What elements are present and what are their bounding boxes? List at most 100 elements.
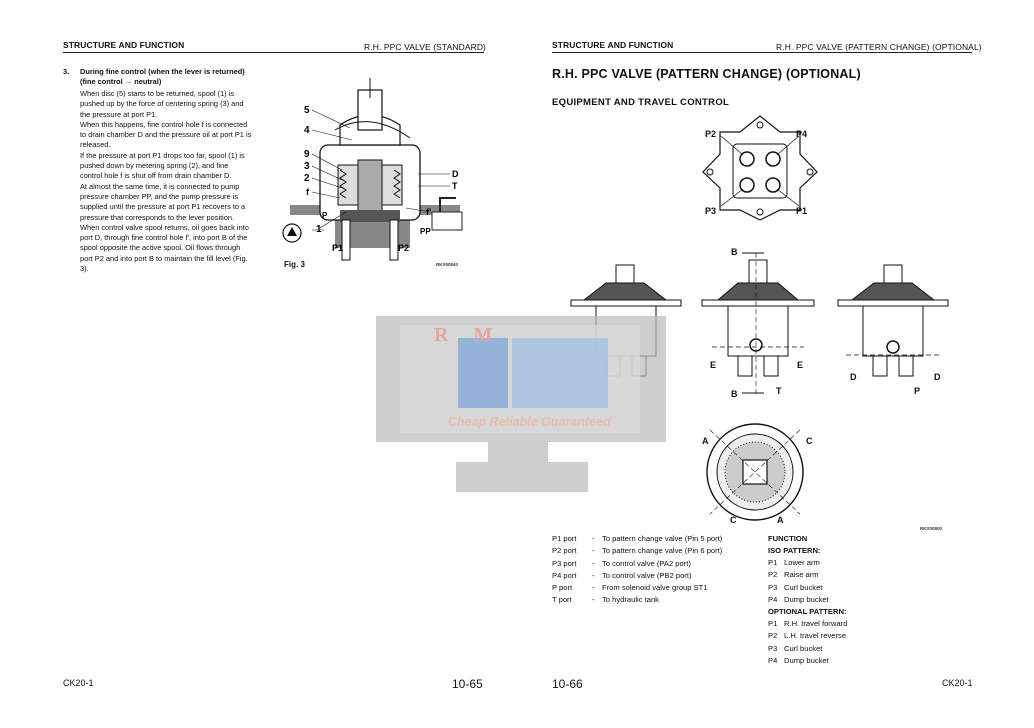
iso-heading: ISO PATTERN: xyxy=(768,546,821,555)
valve-top-view-diagram xyxy=(702,115,818,221)
label-d-left: D xyxy=(850,372,857,382)
label-c-bottom: C xyxy=(730,515,737,525)
port-desc: To hydraulic tank xyxy=(602,595,659,605)
label-b-bottom: B xyxy=(731,389,738,399)
watermark-monitor-stand xyxy=(456,462,588,492)
port-desc: To control valve (PB2 port) xyxy=(602,570,692,580)
port-p3-circle xyxy=(739,177,755,193)
valve-side-views-diagram xyxy=(570,252,949,395)
label-p3: P3 xyxy=(705,206,717,216)
fig3-springs xyxy=(339,169,401,199)
watermark-monitor-neck xyxy=(488,442,548,462)
left-footer-model: CK20-1 xyxy=(63,678,94,688)
paragraph-line: pushed down by metering spring (2), and … xyxy=(80,161,229,171)
function-port: P3 xyxy=(768,643,778,653)
item-number: 3. xyxy=(63,67,70,76)
watermark: R M Cheap Reliable Guaranteed xyxy=(376,316,666,492)
function-row: P2 L.H. travel reverse xyxy=(768,630,847,642)
fig3-code: RKS00840 xyxy=(436,262,459,267)
label-e-right: E xyxy=(797,360,804,370)
paragraph-line: supplied until the pressure at port P1 r… xyxy=(80,202,246,212)
page-title: R.H. PPC VALVE (PATTERN CHANGE) (OPTIONA… xyxy=(552,67,861,81)
label-t: T xyxy=(776,386,782,396)
function-desc: Raise arm xyxy=(784,570,819,580)
port-row: T port-To hydraulic tank xyxy=(552,594,762,606)
paragraph-line: port D, through fine control hole f', in… xyxy=(80,233,248,243)
fig3-drain-line xyxy=(439,197,456,212)
fig3-label-d: D xyxy=(452,169,459,179)
fig3-label-p2: P2 xyxy=(398,243,409,253)
port-dash: - xyxy=(592,570,595,580)
label-a-bottom: A xyxy=(777,515,784,525)
port-leaders xyxy=(720,135,800,207)
paragraph-line: to drain chamber D and the pressure oil … xyxy=(80,130,252,140)
label-p: P xyxy=(914,386,921,396)
bolt-hole xyxy=(756,208,764,216)
watermark-logo-text: R M xyxy=(434,324,503,346)
item-paragraph: When disc (5) starts to be returned, spo… xyxy=(80,89,262,274)
fig3-label-p: P xyxy=(322,211,328,220)
fig3-disc xyxy=(334,121,411,139)
function-row: P3 Curl bucket xyxy=(768,643,847,655)
paragraph-line: port P2 and into port B to maintain the … xyxy=(80,253,248,263)
valve-bottom-section-diagram xyxy=(706,423,804,521)
right-header-title: R.H. PPC VALVE (PATTERN CHANGE) (OPTIONA… xyxy=(776,42,982,52)
port-desc: To pattern change valve (Pin 6 port) xyxy=(602,546,723,556)
right-header-section: STRUCTURE AND FUNCTION xyxy=(552,40,674,50)
port-p2-circle xyxy=(739,151,755,167)
fig3-pipe xyxy=(290,205,460,248)
fig3-port-p2 xyxy=(389,219,399,261)
function-desc: Curl bucket xyxy=(784,643,823,653)
function-desc: Dump bucket xyxy=(784,655,829,665)
function-desc: R.H. travel forward xyxy=(784,619,848,628)
paragraph-line: At almost the same time, it is connected… xyxy=(80,181,240,191)
port-row: P2 port-To pattern change valve (Pin 6 p… xyxy=(552,545,762,557)
function-port: P1 xyxy=(768,558,778,567)
port-row: P4 port-To control valve (PB2 port) xyxy=(552,570,762,582)
fig3-label-4: 4 xyxy=(304,125,310,136)
side-view-right xyxy=(837,264,949,377)
page-subtitle: EQUIPMENT AND TRAVEL CONTROL xyxy=(552,97,730,108)
fig3-valve-section-diagram: 5 4 9 3 2 f P 1 D T f' PP P1 P2 xyxy=(282,78,463,261)
fig3-pump-arrow xyxy=(287,227,297,236)
port-name: P1 port xyxy=(552,534,577,543)
left-header-rule xyxy=(63,52,484,53)
function-desc: L.H. travel reverse xyxy=(784,631,847,641)
paragraph-line: When disc (5) starts to be returned, spo… xyxy=(80,89,235,98)
right-header-rule xyxy=(552,52,972,53)
function-port: P4 xyxy=(768,594,778,604)
center-square xyxy=(742,459,768,485)
fig3-pp-chamber xyxy=(340,210,400,222)
left-page-number: 10-65 xyxy=(452,677,483,691)
function-row: P1 Lower arm xyxy=(768,557,829,569)
paragraph-line: When control valve spool returns, oil go… xyxy=(80,222,249,232)
port-name: P3 port xyxy=(552,558,577,568)
side-view-middle xyxy=(701,252,815,395)
function-desc: Lower arm xyxy=(784,558,820,567)
fig3-label-pp: PP xyxy=(420,227,431,236)
fig3-tank xyxy=(431,211,463,231)
port-p4-circle xyxy=(765,151,781,167)
paragraph-line: pressure that corresponds to the lever p… xyxy=(80,212,235,222)
port-list: P1 port - To pattern change valve (Pin 5 p… xyxy=(552,533,762,607)
bolt-hole xyxy=(806,168,814,176)
function-row: P4 Dump bucket xyxy=(768,655,847,667)
function-row: P1 R.H. travel forward xyxy=(768,618,847,630)
function-port: P3 xyxy=(768,582,778,592)
label-c-top: C xyxy=(806,436,813,446)
label-p1: P1 xyxy=(796,206,808,216)
label-a-top: A xyxy=(702,436,709,446)
fig3-port-p1 xyxy=(341,219,351,261)
function-port: P1 xyxy=(768,619,778,628)
watermark-logo-tool-icon xyxy=(458,338,508,408)
function-row: P4 Dump bucket xyxy=(768,594,829,606)
left-header-title: R.H. PPC VALVE (STANDARD) xyxy=(364,42,486,52)
function-desc: Dump bucket xyxy=(784,594,829,604)
function-port: P2 xyxy=(768,631,778,641)
fig3-leader-lines xyxy=(311,109,450,231)
port-desc: To pattern change valve (Pin 5 port) xyxy=(602,534,723,543)
label-d-right: D xyxy=(934,372,941,382)
port-desc: From solenoid valve group ST1 xyxy=(602,583,708,593)
function-port: P4 xyxy=(768,655,778,665)
